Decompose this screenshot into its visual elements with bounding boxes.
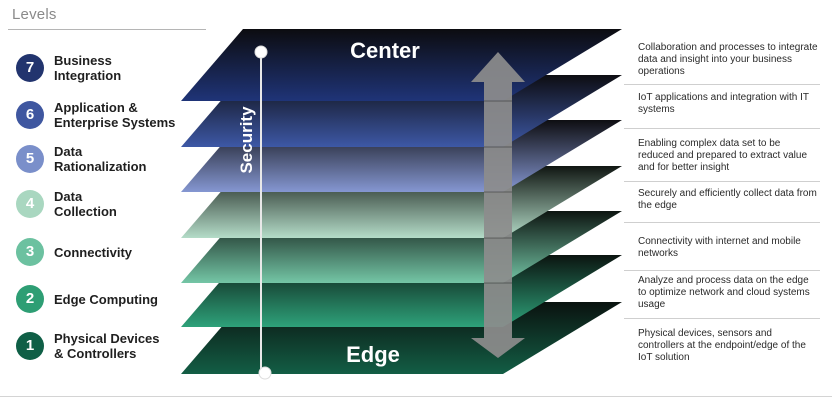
security-line-top-node: [254, 45, 268, 59]
level-name: Edge Computing: [54, 291, 158, 307]
level-number-badge: 6: [16, 101, 44, 129]
level-number-badge: 3: [16, 238, 44, 266]
description-level-1: Physical devices, sensors and controller…: [638, 328, 806, 363]
level-item-1: 1 Physical Devices & Controllers: [16, 328, 206, 364]
description-divider: [624, 128, 820, 129]
description-divider: [624, 181, 820, 182]
level-name: Business Integration: [54, 53, 122, 83]
level-number-badge: 1: [16, 332, 44, 360]
level-item-6: 6 Application & Enterprise Systems: [16, 97, 206, 133]
description-level-5: Enabling complex data set to be reduced …: [638, 138, 807, 173]
description-level-7: Collaboration and processes to integrate…: [638, 42, 818, 77]
description-divider: [624, 270, 820, 271]
bottom-divider: [0, 396, 832, 397]
description-divider: [624, 222, 820, 223]
description-level-2: Analyze and process data on the edge to …: [638, 275, 810, 310]
description-divider: [624, 318, 820, 319]
level-name: Connectivity: [54, 244, 133, 260]
level-number-badge: 5: [16, 145, 44, 173]
level-name: Application & Enterprise Systems: [54, 100, 176, 130]
description-level-6: IoT applications and integration with IT…: [638, 92, 809, 115]
level-item-2: 2 Edge Computing: [16, 281, 206, 317]
level-name: Data Collection: [54, 189, 117, 219]
level-item-5: 5 Data Rationalization: [16, 141, 206, 177]
edge-label: Edge: [346, 342, 400, 367]
level-number-badge: 4: [16, 190, 44, 218]
double-arrow-icon: [471, 52, 525, 358]
level-item-4: 4 Data Collection: [16, 186, 206, 222]
header-divider: [8, 29, 206, 30]
description-level-3: Connectivity with internet and mobile ne…: [638, 236, 801, 259]
level-number-badge: 2: [16, 285, 44, 313]
level-item-3: 3 Connectivity: [16, 234, 206, 270]
level-name: Physical Devices & Controllers: [54, 331, 160, 361]
security-label: Security: [237, 106, 256, 174]
description-divider: [624, 84, 820, 85]
center-label: Center: [350, 38, 420, 63]
levels-title: Levels: [12, 6, 57, 23]
description-level-4: Securely and efficiently collect data fr…: [638, 188, 817, 211]
level-number-badge: 7: [16, 54, 44, 82]
level-item-7: 7 Business Integration: [16, 50, 206, 86]
level-name: Data Rationalization: [54, 144, 147, 174]
security-line-bottom-node: [258, 366, 272, 380]
